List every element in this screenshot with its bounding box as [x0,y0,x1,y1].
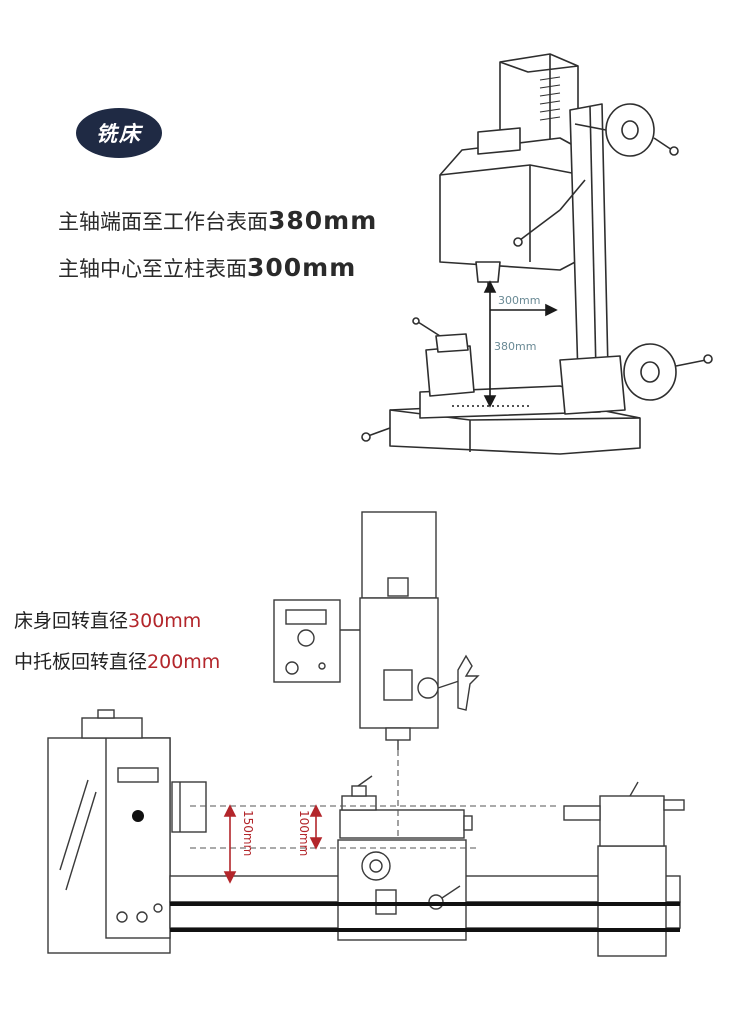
spindle-to-column-value: 300mm [247,253,357,282]
spindle-to-table-value: 380mm [268,206,378,235]
dim-horizontal-label: 300mm [498,294,540,307]
swing-over-slide-label: 中托板回转直径 [14,651,148,673]
dim-vertical-label: 380mm [494,340,536,353]
swing-over-bed-value: 300mm [128,610,202,632]
spindle-to-column-label: 主轴中心至立柱表面 [58,257,247,281]
spindle-to-table-label: 主轴端面至工作台表面 [58,210,268,234]
lathe-machine-drawing: 150mm 100mm [47,511,685,957]
spindle-to-table-spec: 主轴端面至工作台表面380mm [58,206,377,236]
dim-100-label: 100mm [297,810,311,856]
dim-150-label: 150mm [241,810,255,856]
milling-badge: 铣床 [76,108,162,158]
swing-over-bed-label: 床身回转直径 [14,610,129,632]
swing-over-slide-spec: 中托板回转直径200mm [14,647,220,674]
spindle-to-column-spec: 主轴中心至立柱表面300mm [58,253,356,283]
swing-over-slide-value: 200mm [147,651,221,673]
swing-over-bed-spec: 床身回转直径300mm [14,606,201,633]
milling-machine-drawing: 300mm 380mm [361,53,713,455]
